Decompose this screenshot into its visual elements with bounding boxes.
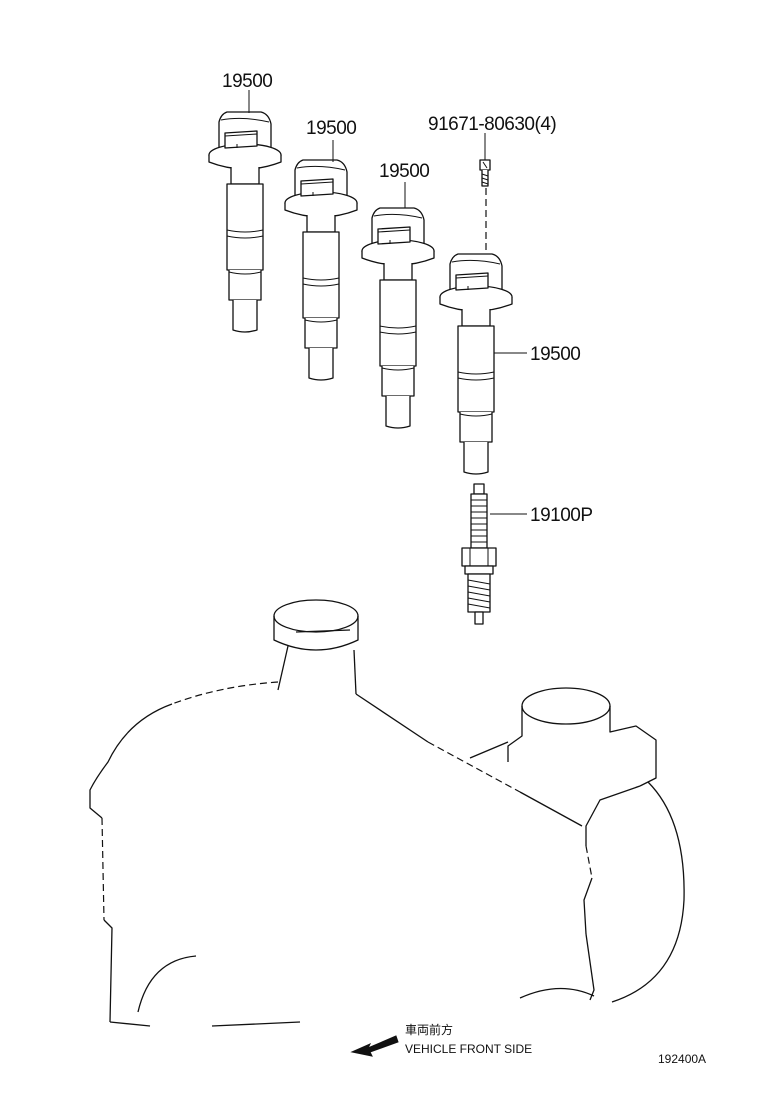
ignition-coil-4: [439, 253, 513, 475]
label-coil-1: 19500: [222, 71, 272, 92]
figure-code: 192400A: [658, 1052, 706, 1066]
label-coil-3: 19500: [379, 161, 429, 182]
bolt: [479, 159, 491, 187]
ignition-coil-3: [361, 207, 435, 429]
label-spark-plug: 19100P: [530, 505, 593, 526]
label-coil-4: 19500: [530, 344, 580, 365]
ignition-coil-2: [284, 159, 358, 381]
direction-japanese: 車両前方: [405, 1022, 453, 1037]
engine-block-outline: [89, 599, 685, 1027]
vehicle-front-arrow-icon: [350, 1035, 399, 1057]
direction-english: VEHICLE FRONT SIDE: [405, 1042, 532, 1056]
spark-plug: [461, 483, 497, 625]
label-bolt: 91671-80630(4): [428, 114, 556, 135]
ignition-coil-1: [208, 111, 282, 333]
label-coil-2: 19500: [306, 118, 356, 139]
